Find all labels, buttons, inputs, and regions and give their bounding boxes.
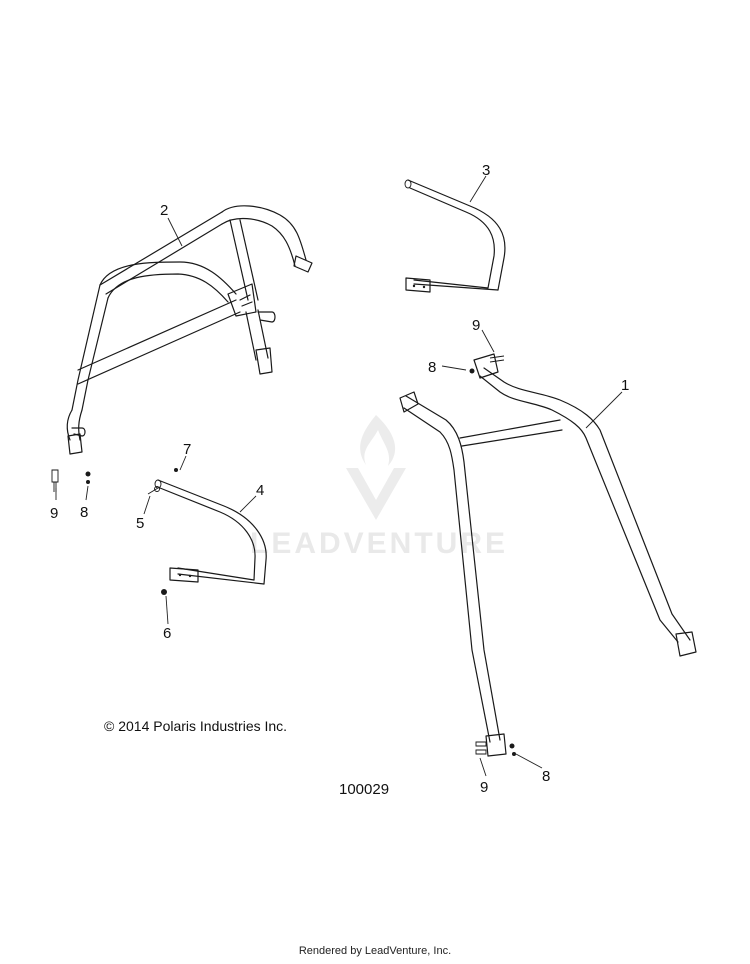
- callout-9-left: 9: [50, 505, 58, 522]
- hardware-right-top: [469, 355, 505, 374]
- callout-3: 3: [482, 162, 490, 179]
- watermark-text: LEADVENTURE: [250, 527, 508, 560]
- leader-lines: [55, 175, 623, 777]
- callout-7: 7: [183, 441, 191, 458]
- callouts: 2 3 1 4 7 5 6 9 8 9 8 9 8: [50, 162, 629, 796]
- callout-6: 6: [163, 625, 171, 642]
- hardware-left: [51, 469, 91, 492]
- callout-9-top-right: 9: [472, 317, 480, 334]
- callout-8-top-right: 8: [428, 359, 436, 376]
- callout-1: 1: [621, 377, 629, 394]
- callout-8-bottom-right: 8: [542, 768, 550, 785]
- part-4-brace: [154, 479, 267, 585]
- drawing-number: 100029: [339, 781, 390, 798]
- callout-8-left: 8: [80, 504, 88, 521]
- hardware-right-bottom: [475, 741, 516, 756]
- hardware-5-6-7: [147, 468, 178, 595]
- callout-9-bottom-right: 9: [480, 779, 488, 796]
- part-3-brace: [404, 179, 506, 293]
- callout-5: 5: [136, 515, 144, 532]
- part-1-front-frame: [399, 353, 697, 757]
- render-footer: Rendered by LeadVenture, Inc.: [298, 945, 452, 957]
- callout-4: 4: [256, 482, 264, 499]
- part-2-rear-frame: [66, 205, 313, 455]
- copyright-notice: © 2014 Polaris Industries Inc.: [104, 718, 288, 734]
- callout-2: 2: [160, 202, 168, 219]
